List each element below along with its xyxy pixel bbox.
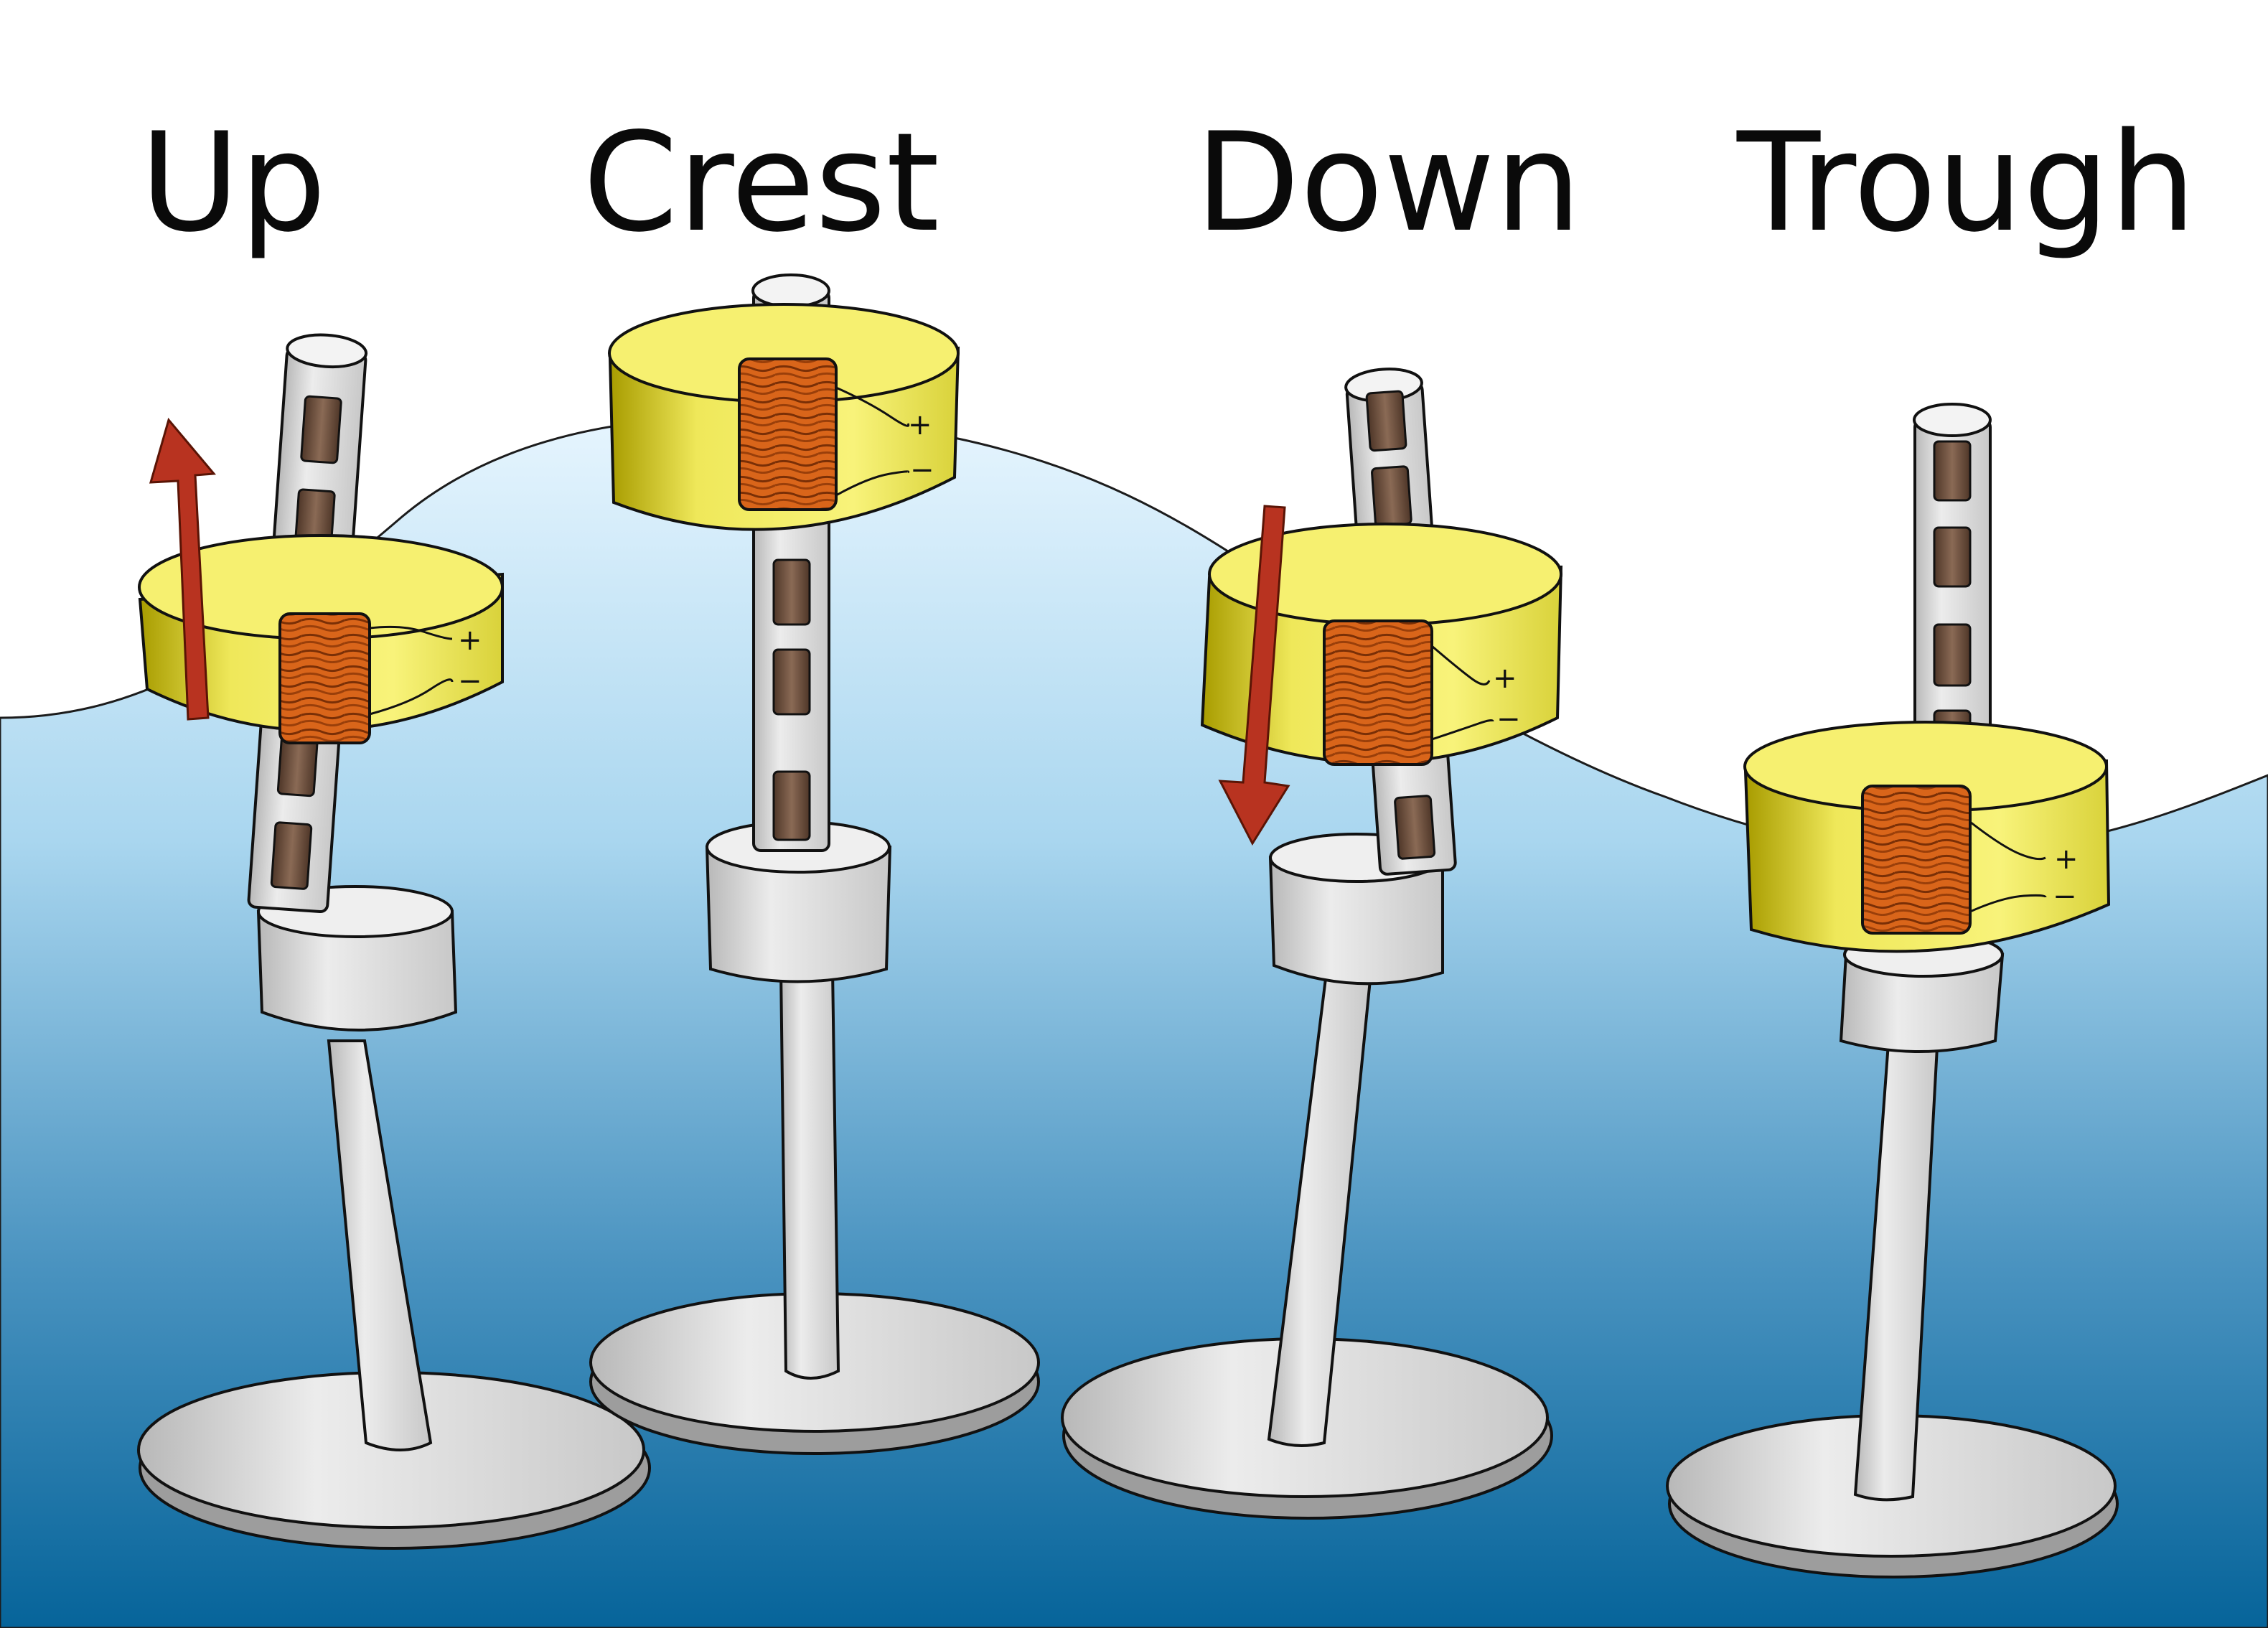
terminal-minus: − [2053, 880, 2077, 913]
terminal-plus: + [908, 408, 932, 441]
terminal-plus: + [2054, 843, 2079, 876]
magnet [772, 558, 811, 626]
wire-positive [1969, 820, 2046, 861]
label-up: Up [140, 103, 327, 262]
wire-positive [1431, 645, 1491, 686]
magnet [276, 735, 319, 797]
arrow-up-icon [149, 417, 217, 721]
magnet [1365, 390, 1407, 452]
buoy-down: + − [1061, 368, 1563, 1520]
magnet [270, 821, 313, 890]
coil [1861, 785, 1972, 935]
wire-positive [835, 386, 910, 427]
wire-negative [1969, 894, 2047, 913]
terminal-plus: + [1493, 662, 1517, 695]
terminal-plus: + [458, 624, 482, 657]
terminal-minus: − [1496, 703, 1521, 736]
coil [738, 357, 838, 511]
magnet [1371, 465, 1412, 527]
magnet [772, 648, 811, 716]
magnet [300, 395, 342, 464]
coil [278, 612, 371, 744]
label-trough: Trough [1736, 103, 2196, 262]
buoy-trough: + − [1666, 403, 2119, 1578]
magnet [772, 770, 811, 841]
wire-negative [1431, 719, 1494, 741]
magnet [1933, 440, 1972, 502]
buoy-crest: + − [589, 273, 1040, 1455]
spar-pole [1853, 1032, 1940, 1502]
terminal-minus: − [458, 665, 482, 698]
magnet [1933, 623, 1972, 687]
magnet [1394, 795, 1436, 860]
buoy-up: + − [137, 333, 651, 1550]
terminal-minus: − [910, 454, 934, 487]
label-crest: Crest [583, 103, 939, 262]
wire-negative [369, 678, 454, 716]
spar-pole [1267, 971, 1373, 1447]
magnet [1933, 526, 1972, 588]
spar-pole [327, 1039, 433, 1451]
arrow-down-icon [1218, 505, 1290, 846]
coil [1323, 619, 1433, 766]
spar-pole [779, 968, 840, 1380]
wire-positive [369, 625, 453, 640]
label-down: Down [1195, 103, 1581, 262]
float [138, 534, 504, 732]
